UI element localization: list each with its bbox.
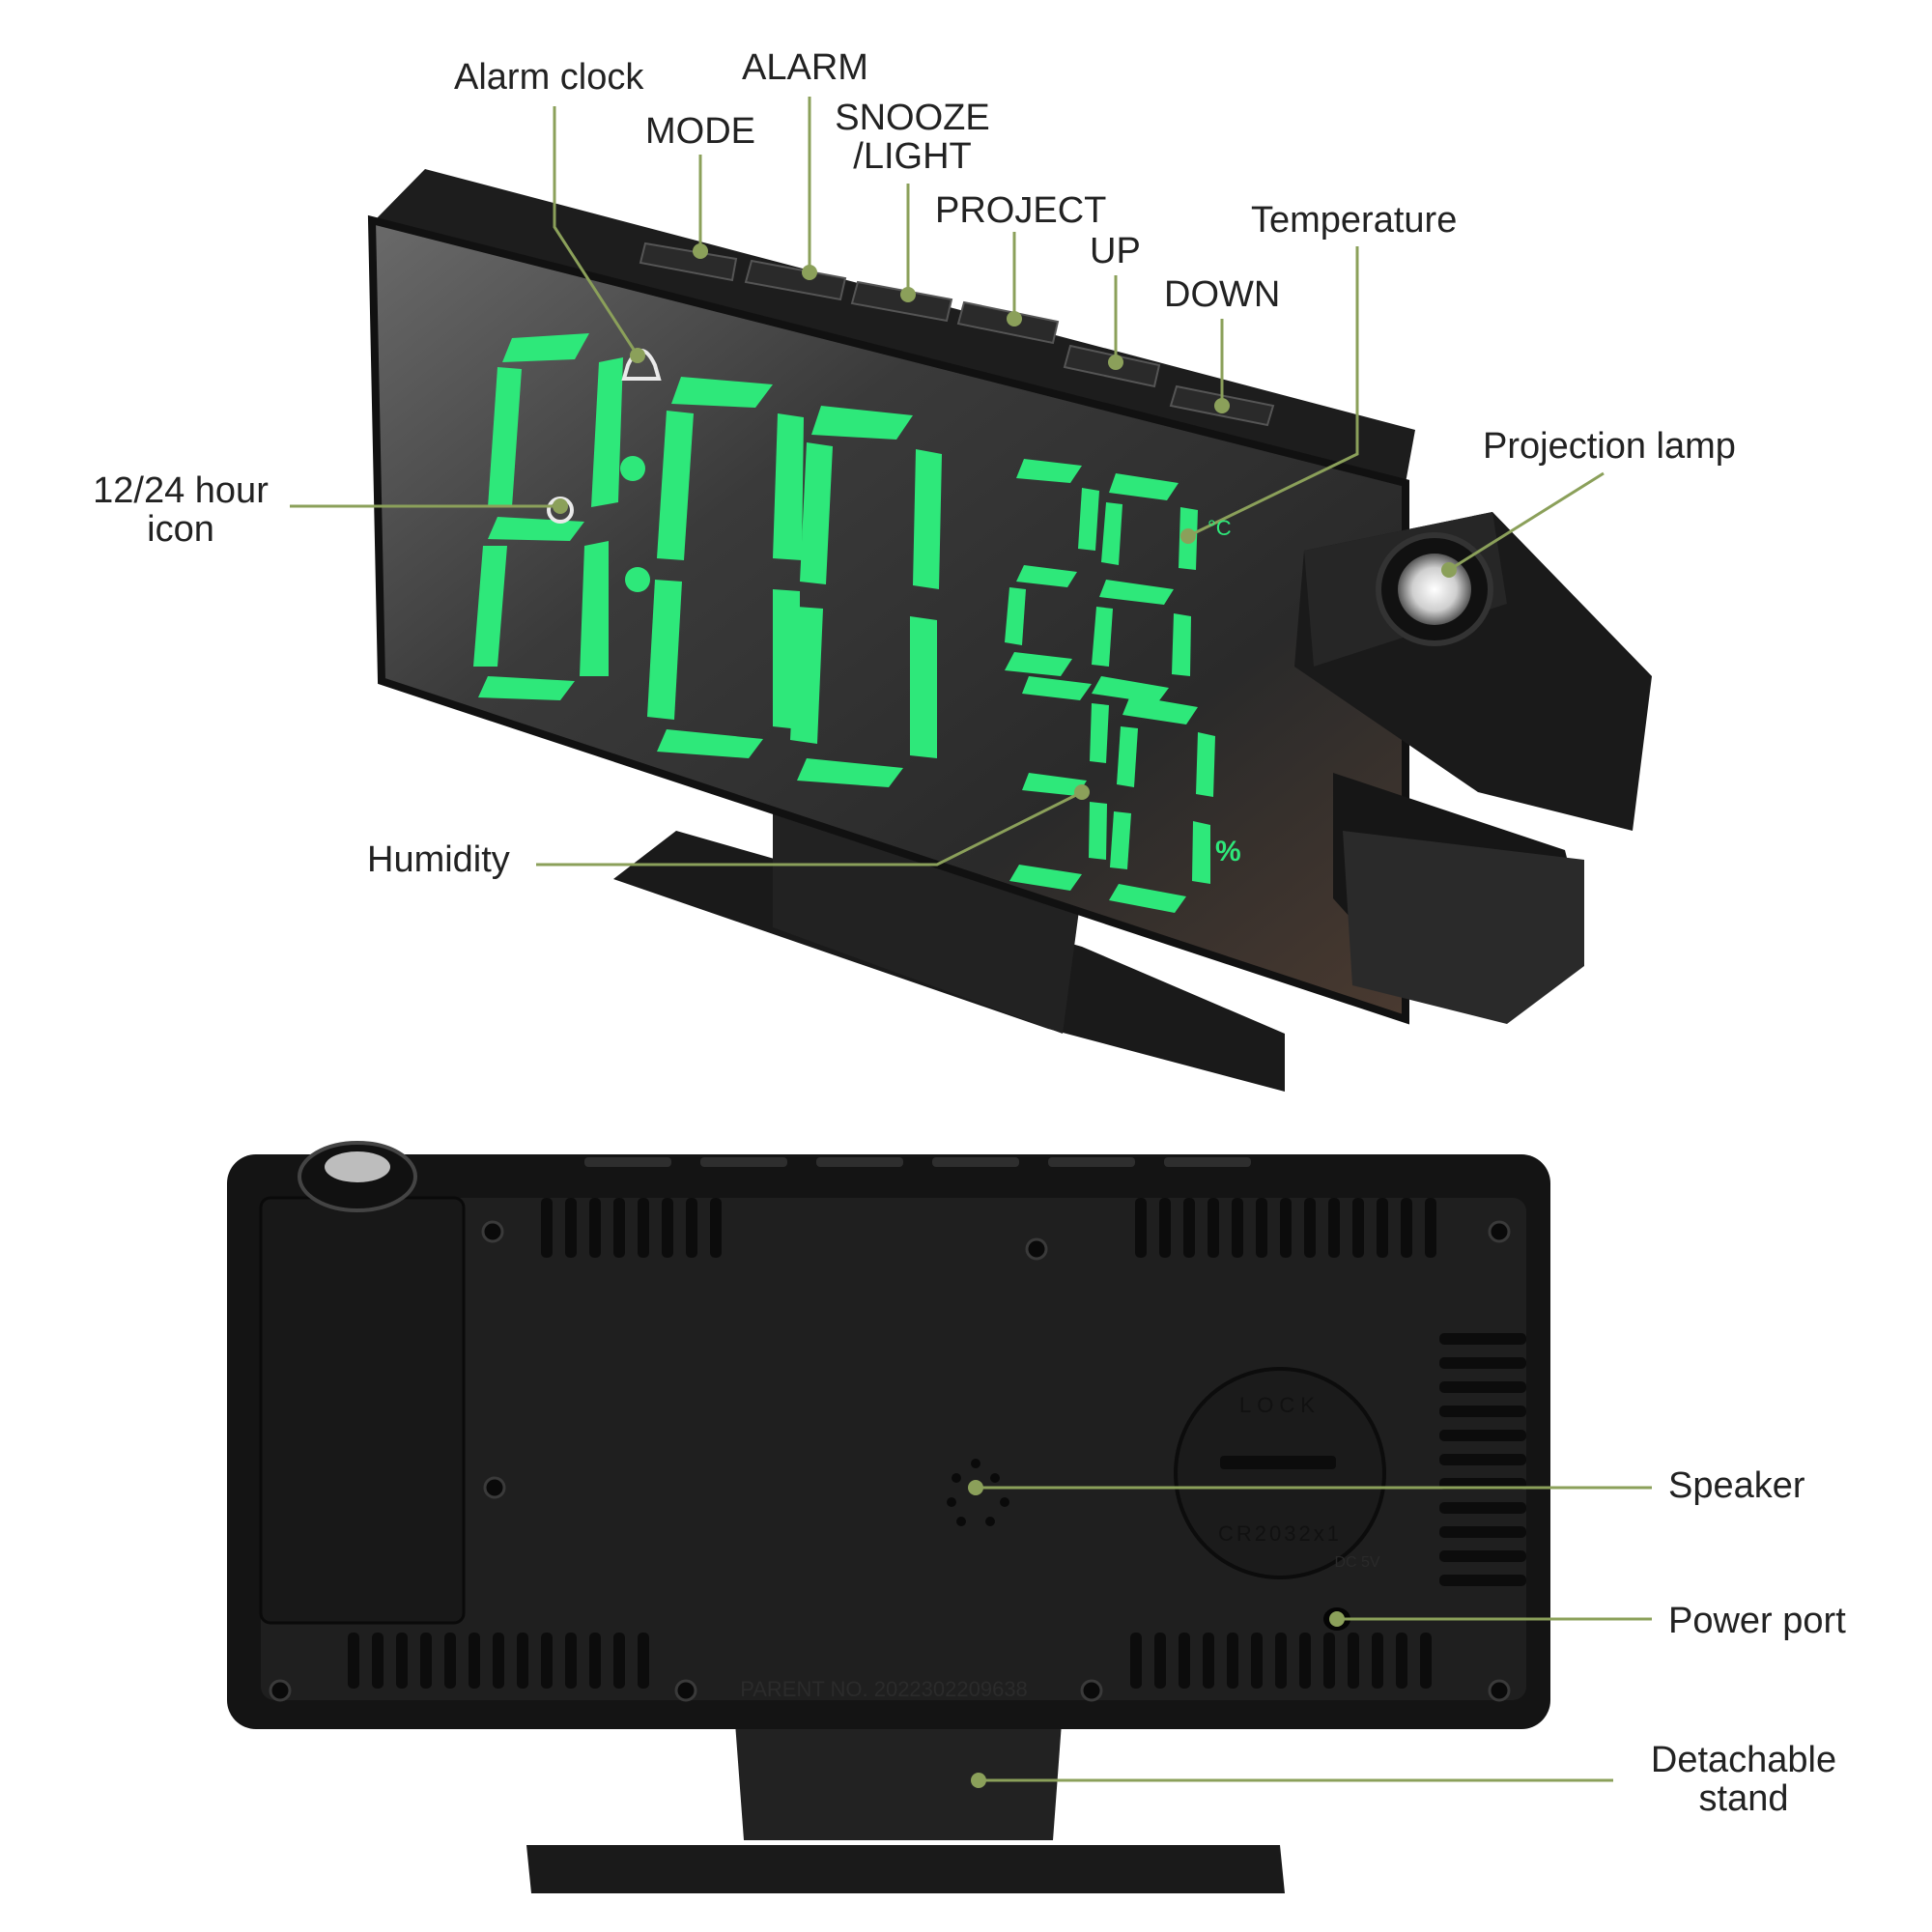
vent-top-left — [541, 1198, 722, 1258]
label-stand-line2: stand — [1698, 1778, 1789, 1819]
dc-label: DC 5V — [1334, 1554, 1379, 1571]
label-alarm-clock: Alarm clock — [454, 57, 644, 98]
back-stand-neck — [734, 1710, 1063, 1840]
back-panel — [261, 1198, 1526, 1700]
time-digit-0-a — [647, 377, 804, 758]
snooze-light-button[interactable] — [850, 280, 953, 323]
label-humidity: Humidity — [367, 839, 510, 880]
projector-foot — [1343, 831, 1584, 1024]
led-time-display — [473, 333, 942, 787]
label-power-port: Power port — [1668, 1601, 1846, 1641]
front-mirror-face — [367, 214, 1409, 1025]
back-clock: LOCK CR2032x1 DC 5V PARENT NO. 202230220… — [227, 1141, 1550, 1893]
label-snooze-line2: /LIGHT — [853, 136, 972, 177]
leader-temperature — [1187, 246, 1359, 538]
time-digit-0-b — [790, 406, 942, 787]
leader-projection-lamp — [1448, 471, 1605, 572]
label-up: UP — [1090, 231, 1141, 271]
leader-humidity — [536, 790, 1083, 867]
front-body-top — [375, 169, 1415, 483]
label-project: PROJECT — [935, 190, 1107, 231]
leader-alarm-clock — [553, 106, 639, 356]
front-stand-neck — [773, 792, 1082, 1034]
label-speaker: Speaker — [1668, 1465, 1805, 1506]
label-down: DOWN — [1164, 274, 1281, 315]
back-stand-base — [526, 1845, 1285, 1893]
patent-label: PARENT NO. 2022302209638 — [740, 1677, 1028, 1701]
humidity-unit-icon: % — [1215, 836, 1241, 867]
battery-label: CR2032x1 — [1218, 1521, 1342, 1546]
label-detachable-stand: Detachable stand — [1633, 1741, 1855, 1818]
time-colon-top — [620, 456, 645, 481]
temperature-unit-icon: °C — [1208, 516, 1232, 540]
label-snooze-line1: SNOOZE — [835, 98, 990, 138]
battery-cover — [1174, 1367, 1386, 1579]
label-hour-line2: icon — [147, 509, 214, 550]
front-clock — [367, 169, 1652, 1092]
label-hour-line1: 12/24 hour — [93, 470, 269, 511]
label-snooze-light: SNOOZE /LIGHT — [833, 99, 992, 176]
leader-lines — [290, 97, 1652, 1782]
label-temperature: Temperature — [1251, 200, 1458, 241]
back-top-buttons — [584, 1157, 1251, 1167]
time-colon-bottom — [625, 567, 650, 592]
led-temperature-display — [1005, 459, 1198, 703]
leader-dots — [553, 243, 1457, 1788]
battery-cover-slot — [1220, 1456, 1336, 1469]
vent-bottom — [348, 1633, 1432, 1689]
label-mode: MODE — [645, 111, 755, 152]
speaker-grille — [947, 1459, 1009, 1526]
screws — [269, 1220, 1511, 1702]
label-hour-icon: 12/24 hour icon — [79, 471, 282, 549]
label-stand-line1: Detachable — [1650, 1740, 1837, 1780]
label-projection-lamp: Projection lamp — [1483, 426, 1736, 467]
led-humidity-display — [1009, 676, 1215, 913]
lock-label: LOCK — [1239, 1393, 1321, 1417]
label-alarm: ALARM — [742, 47, 868, 88]
vent-top-right — [1135, 1198, 1436, 1258]
projector-back-housing — [259, 1196, 466, 1625]
back-lens-icon — [325, 1151, 390, 1182]
